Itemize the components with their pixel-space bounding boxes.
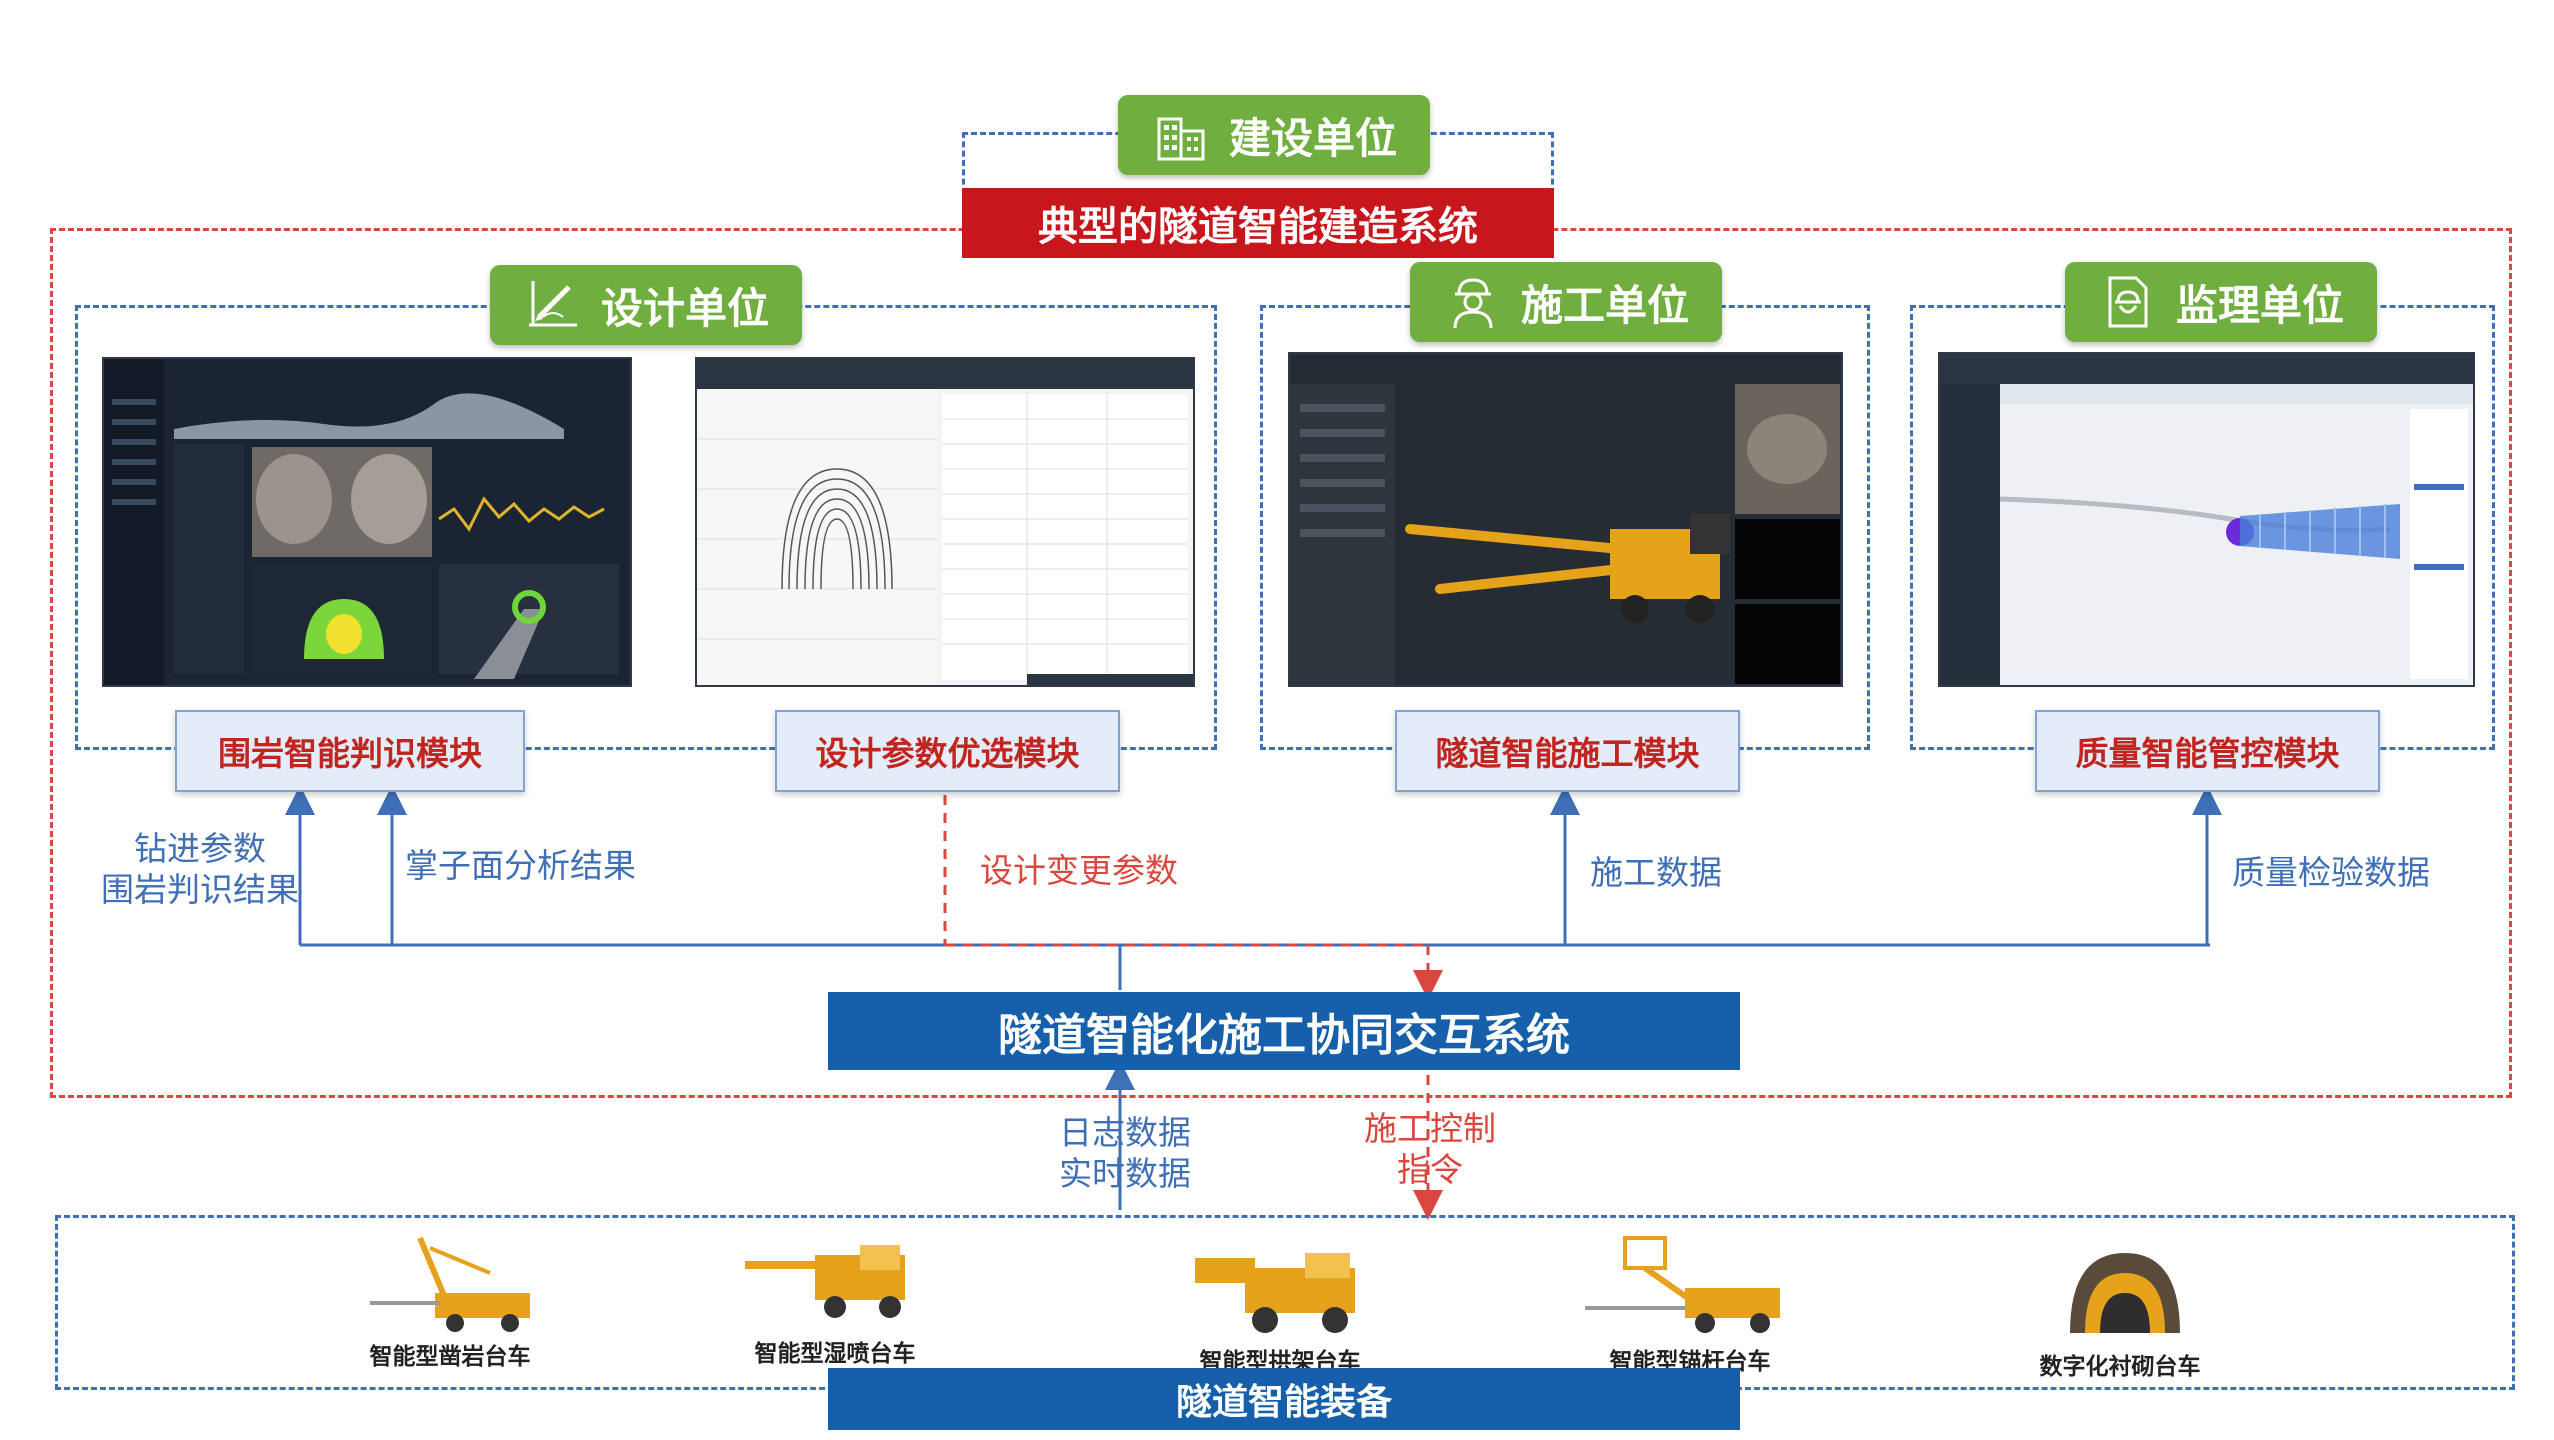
rock-judgement-screenshot — [102, 357, 632, 687]
tunnel-construction-module-label: 隧道智能施工模块 — [1435, 734, 1700, 773]
lining-trolley-icon — [2070, 1253, 2180, 1333]
lining-trolley-label: 数字化衬砌台车 — [2039, 1354, 2201, 1380]
quality-screenshot — [1938, 352, 2475, 687]
worker-icon — [1453, 278, 1493, 329]
design-unit-pill: 设计单位 — [490, 265, 802, 345]
equipment-shotcrete: 智能型湿喷台车 — [725, 1235, 945, 1367]
system-title-bar: 典型的隧道智能建造系统 — [962, 188, 1554, 258]
construction-screenshot — [1288, 352, 1843, 687]
drill-jumbo-icon — [370, 1236, 530, 1332]
supervision-unit-label: 监理单位 — [2175, 280, 2344, 330]
collab-system-label: 隧道智能化施工协同交互系统 — [998, 1010, 1570, 1061]
owner-unit-label: 建设单位 — [1228, 113, 1397, 163]
shotcrete-icon — [745, 1245, 905, 1318]
collab-system-bar: 隧道智能化施工协同交互系统 — [828, 992, 1740, 1070]
design-change-label: 设计变更参数 — [980, 851, 1178, 890]
log-realtime-label: 日志数据 实时数据 — [1059, 1113, 1191, 1194]
equipment-title-bar: 隧道智能装备 — [828, 1368, 1740, 1430]
quality-data-label: 质量检验数据 — [2232, 853, 2430, 892]
rock-judgement-module: 围岩智能判识模块 — [175, 710, 525, 792]
bolter-icon — [1585, 1236, 1780, 1333]
design-params-module: 设计参数优选模块 — [775, 710, 1120, 792]
drill-params-label: 钻进参数 围岩判识结果 — [101, 829, 299, 910]
design-pen-icon — [528, 281, 577, 327]
arch-installer-icon — [1195, 1253, 1355, 1333]
owner-unit-pill: 建设单位 — [1118, 95, 1430, 175]
equipment-bolter: 智能型锚杆台车 — [1575, 1228, 1805, 1375]
quality-control-module: 质量智能管控模块 — [2035, 710, 2380, 792]
equipment-arch-installer: 智能型拱架台车 — [1165, 1238, 1395, 1375]
construction-data-label: 施工数据 — [1590, 853, 1722, 892]
face-analysis-label: 掌子面分析结果 — [405, 846, 636, 885]
system-title: 典型的隧道智能建造系统 — [1038, 204, 1478, 250]
quality-control-module-label: 质量智能管控模块 — [2075, 734, 2340, 773]
equipment-drill-jumbo: 智能型凿岩台车 — [340, 1228, 560, 1370]
rock-judgement-module-label: 围岩智能判识模块 — [218, 734, 482, 773]
tunnel-construction-module: 隧道智能施工模块 — [1395, 710, 1740, 792]
inspector-icon — [2108, 276, 2148, 328]
equipment-lining-trolley: 数字化衬砌台车 — [2015, 1238, 2225, 1380]
design-unit-label: 设计单位 — [600, 283, 769, 333]
construction-unit-pill: 施工单位 — [1410, 262, 1722, 342]
shotcrete-label: 智能型湿喷台车 — [754, 1341, 916, 1367]
building-icon — [1157, 117, 1205, 161]
control-command-label: 施工控制 指令 — [1364, 1109, 1496, 1190]
supervision-unit-pill: 监理单位 — [2065, 262, 2377, 342]
drill-jumbo-label: 智能型凿岩台车 — [369, 1344, 531, 1370]
equipment-title: 隧道智能装备 — [1175, 1382, 1392, 1423]
design-params-module-label: 设计参数优选模块 — [815, 734, 1080, 773]
construction-unit-label: 施工单位 — [1520, 280, 1689, 330]
design-params-screenshot — [695, 357, 1195, 687]
